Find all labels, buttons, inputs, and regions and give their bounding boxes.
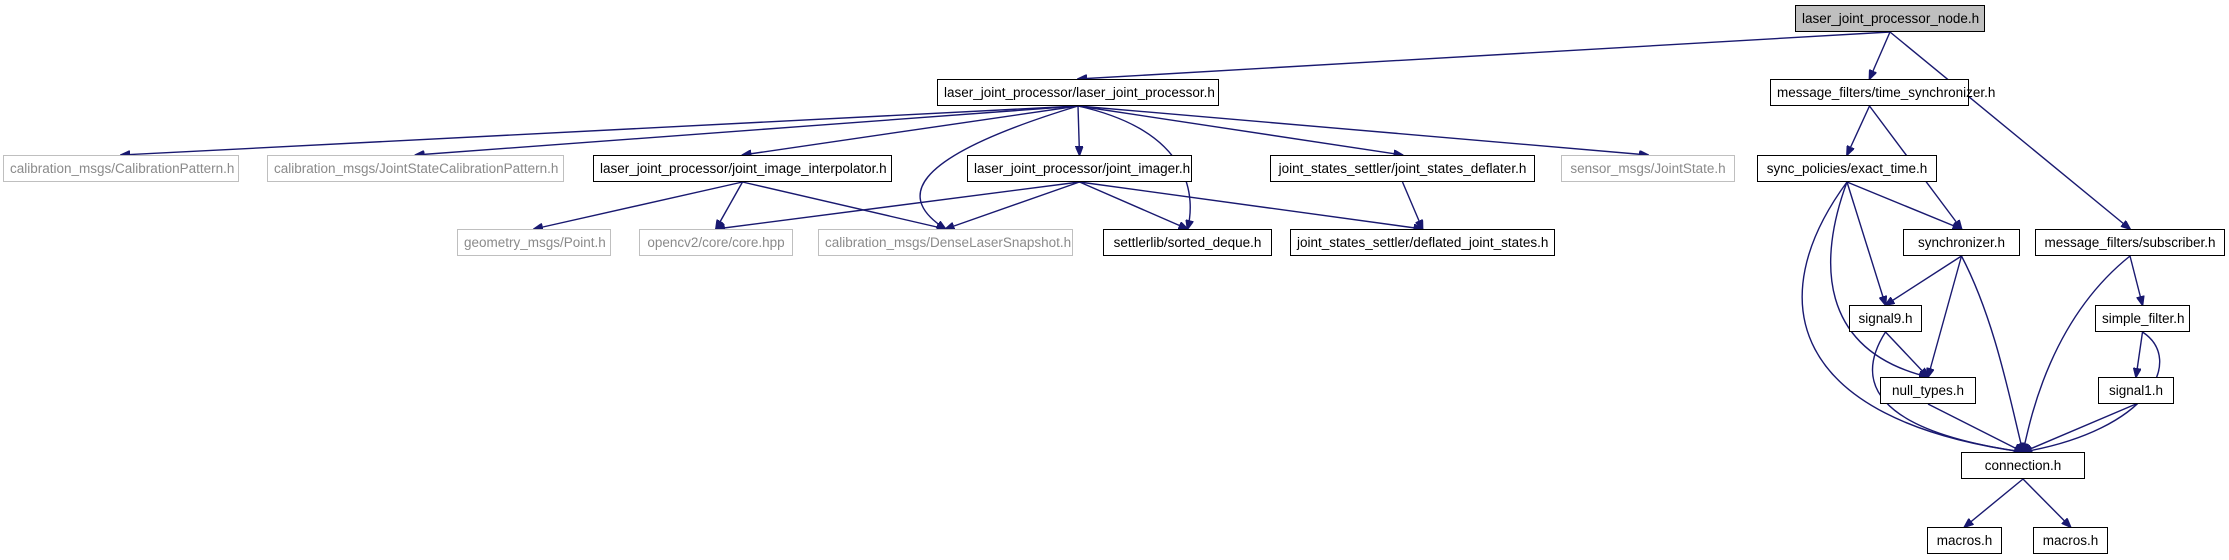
node-joint-image-interpolator-h[interactable]: laser_joint_processor/joint_image_interp… [593, 155, 892, 182]
edge-layer [121, 31, 2161, 527]
edge-sync-to-nt [1928, 255, 1963, 377]
edge-jii-to-dls [742, 181, 946, 229]
node-opencv-core-hpp: opencv2/core/core.hpp [639, 229, 793, 256]
edge-jsd-to-djs [1401, 181, 1423, 229]
node-joint-state-calibration-pattern-h: calibration_msgs/JointStateCalibrationPa… [267, 155, 564, 182]
edge-ljp-to-dls [919, 105, 1079, 229]
edge-sync-to-s9 [1886, 255, 1962, 305]
edge-s1-to-conn [2023, 403, 2137, 452]
node-calibration-pattern-h: calibration_msgs/CalibrationPattern.h [3, 155, 239, 182]
edge-root-to-sub [1889, 31, 2130, 229]
edge-conn-to-mac1 [1965, 478, 2024, 527]
edge-sf-to-s1 [2136, 331, 2144, 377]
edge-conn-to-mac2 [2022, 478, 2071, 527]
edge-sync-to-conn [1960, 255, 2024, 452]
node-simple-filter-h[interactable]: simple_filter.h [2095, 305, 2190, 332]
edge-sub-to-sf [2129, 255, 2143, 305]
node-exact-time-h[interactable]: sync_policies/exact_time.h [1757, 155, 1937, 182]
edge-ljp-to-cp [121, 105, 1079, 155]
edge-root-to-ts [1870, 31, 1891, 79]
edge-ji-to-dls [946, 181, 1080, 229]
node-point-h: geometry_msgs/Point.h [457, 229, 611, 256]
edge-jii-to-cv [716, 181, 744, 229]
edge-s9-to-nt [1884, 331, 1929, 377]
node-dense-laser-snapshot-h: calibration_msgs/DenseLaserSnapshot.h [818, 229, 1073, 256]
edge-ljp-to-js [1077, 105, 1648, 155]
node-macros-h-left[interactable]: macros.h [1927, 527, 2002, 554]
edge-et-to-sync [1846, 181, 1962, 229]
edge-ljp-to-ji [1078, 105, 1080, 155]
node-time-synchronizer-h[interactable]: message_filters/time_synchronizer.h [1770, 79, 1995, 106]
edge-et-to-conn [1801, 181, 2023, 452]
node-connection-h[interactable]: connection.h [1961, 452, 2085, 479]
edge-ji-to-djs [1079, 181, 1423, 229]
node-sorted-deque-h[interactable]: settlerlib/sorted_deque.h [1103, 229, 1272, 256]
edge-ljp-to-jscp [416, 105, 1079, 155]
edge-nt-to-conn [1927, 403, 2023, 452]
edge-ji-to-sdq [1079, 181, 1188, 229]
node-synchronizer-h[interactable]: synchronizer.h [1903, 229, 2020, 256]
edge-ji-to-cv [716, 181, 1080, 229]
node-joint-states-deflater-h[interactable]: joint_states_settler/joint_states_deflat… [1270, 155, 1535, 182]
node-laser-joint-processor-h[interactable]: laser_joint_processor/laser_joint_proces… [937, 79, 1219, 106]
edge-root-to-ljp [1078, 31, 1891, 79]
node-deflated-joint-states-h[interactable]: joint_states_settler/deflated_joint_stat… [1290, 229, 1555, 256]
node-laser-joint-processor-node-h[interactable]: laser_joint_processor_node.h [1795, 5, 1985, 32]
edge-et-to-nt [1829, 181, 1928, 377]
node-subscriber-h[interactable]: message_filters/subscriber.h [2035, 229, 2225, 256]
node-null-types-h[interactable]: null_types.h [1880, 377, 1976, 404]
edge-sub-to-conn [2023, 255, 2131, 452]
edge-ljp-to-jii [743, 105, 1079, 155]
node-signal9-h[interactable]: signal9.h [1849, 305, 1922, 332]
edge-ts-to-et [1847, 105, 1871, 155]
node-joint-state-h: sensor_msgs/JointState.h [1561, 155, 1735, 182]
edge-et-to-s9 [1846, 181, 1886, 305]
node-joint-imager-h[interactable]: laser_joint_processor/joint_imager.h [967, 155, 1192, 182]
node-signal1-h[interactable]: signal1.h [2098, 377, 2174, 404]
edge-jii-to-pt [534, 181, 743, 229]
edge-ljp-to-jsd [1077, 105, 1403, 155]
node-macros-h-right[interactable]: macros.h [2033, 527, 2108, 554]
